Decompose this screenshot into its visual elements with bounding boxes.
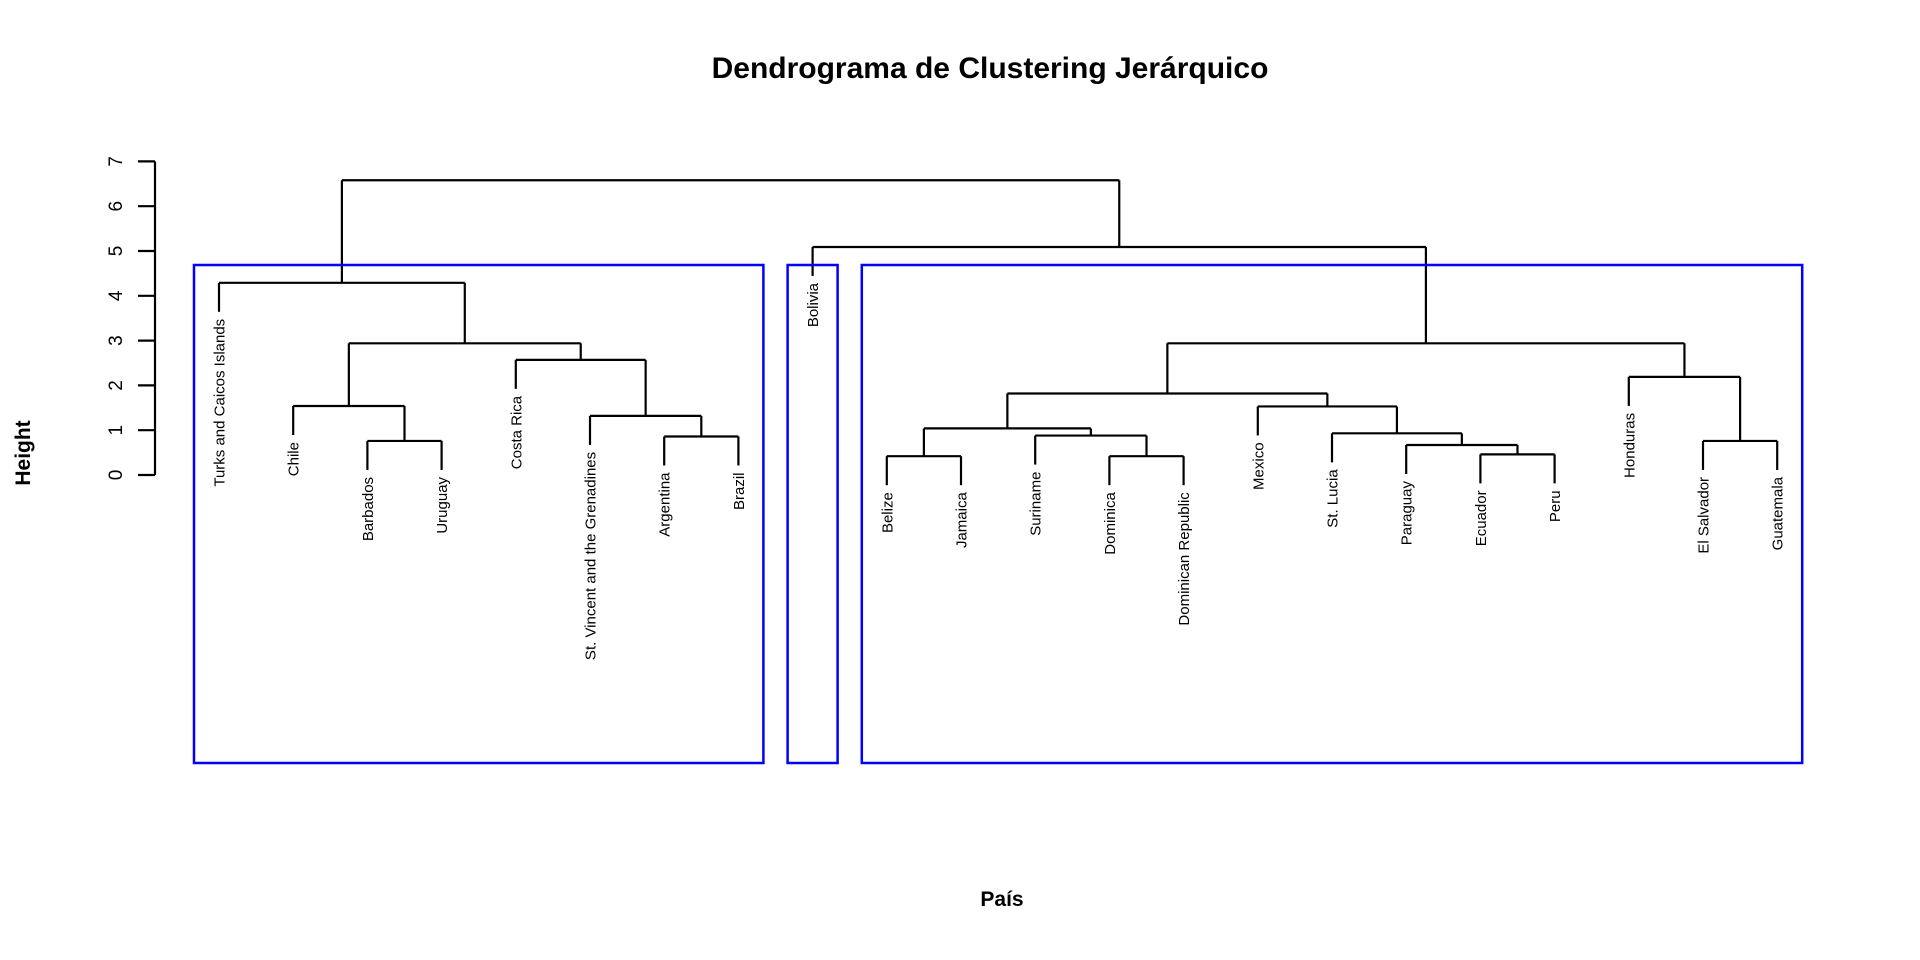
cluster-box xyxy=(192,263,765,765)
leaf-label: Ecuador xyxy=(1473,490,1490,546)
leaf-label: Jamaica xyxy=(954,492,971,549)
leaf-label: Paraguay xyxy=(1399,480,1416,545)
y-axis: 0 1 2 3 4 5 6 7 xyxy=(106,156,157,481)
leaf-label: Costa Rica xyxy=(508,395,525,469)
plot-title: Dendrograma de Clustering Jerárquico xyxy=(712,52,1269,85)
leaf-label: Uruguay xyxy=(434,476,451,533)
leaf-label: St. Vincent and the Grenadines xyxy=(583,452,600,660)
leaf-label: Belize xyxy=(879,492,896,533)
leaf-label: Brazil xyxy=(731,472,748,510)
y-tick-label: 3 xyxy=(106,335,127,346)
y-tick-label: 6 xyxy=(106,201,127,212)
leaf-label: Barbados xyxy=(360,477,377,541)
leaf-label: Honduras xyxy=(1621,413,1638,478)
y-tick-label: 4 xyxy=(106,290,127,301)
leaf-label: Dominican Republic xyxy=(1176,492,1193,626)
leaf-label: Argentina xyxy=(657,472,674,537)
leaf-label: Guatemala xyxy=(1770,476,1787,550)
cluster-box xyxy=(860,263,1804,765)
leaf-label: Mexico xyxy=(1250,442,1267,490)
cluster-boxes xyxy=(192,263,1804,765)
x-axis-label: País xyxy=(980,888,1023,911)
y-tick-label: 1 xyxy=(106,425,127,436)
y-tick-label: 0 xyxy=(106,470,127,481)
leaf-label: Bolivia xyxy=(805,282,822,327)
leaf-label: St. Lucia xyxy=(1325,469,1342,528)
leaf-label: Dominica xyxy=(1102,492,1119,555)
leaf-label: Turks and Caicos Islands xyxy=(212,319,229,487)
y-tick-label: 2 xyxy=(106,380,127,391)
leaf-label: Peru xyxy=(1547,490,1564,522)
leaf-label: Suriname xyxy=(1028,472,1045,536)
cluster-box xyxy=(786,263,839,765)
leaf-label: Chile xyxy=(286,442,303,476)
leaf-label: El Salvador xyxy=(1696,477,1713,554)
y-tick-label: 5 xyxy=(106,246,127,257)
y-axis-label: Height xyxy=(12,420,35,485)
y-tick-label: 7 xyxy=(106,156,127,167)
